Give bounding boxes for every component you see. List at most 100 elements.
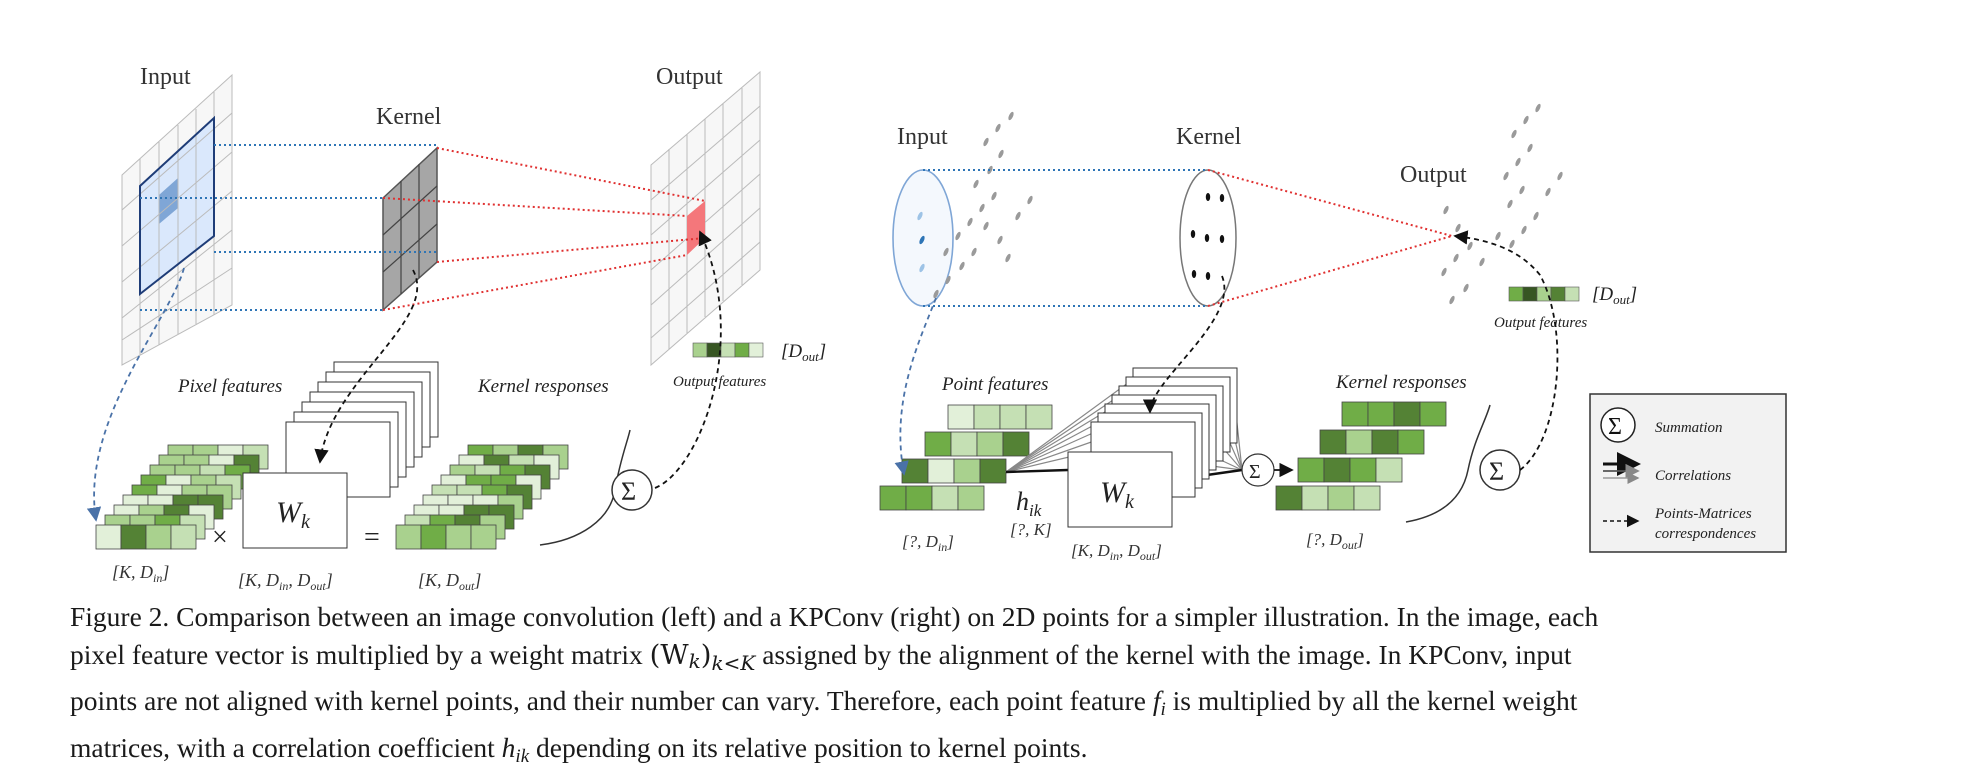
feature-cell [470,524,497,550]
input-point [997,235,1003,245]
feature-cell [1297,457,1325,483]
left-panel: Input Kernel [86,64,826,593]
feature-cell [1419,401,1447,427]
left-output-features-dim: [Dout] [781,341,826,364]
left-projection-lines [140,144,706,311]
left-output-label: Output [656,64,723,90]
input-point [971,247,977,257]
feature-cell [1275,485,1303,511]
output-point [1449,295,1455,305]
correlation-line [1005,427,1105,473]
feature-cell [1371,429,1399,455]
output-point [1511,129,1517,139]
right-output-points [1441,103,1563,305]
input-point [945,275,951,285]
feature-cell [957,485,985,511]
input-point [979,203,985,213]
input-point [973,179,979,189]
kpconv-figure: Input Kernel [86,64,1787,593]
left-weight-matrices [242,361,439,549]
left-kernel-responses-stack [395,444,569,550]
right-h-dim: [?, K] [1010,520,1052,539]
feature-cell [901,458,929,484]
output-point [1443,205,1449,215]
left-kernel [382,146,438,312]
left-kernel-responses-label: Kernel responses [477,376,609,397]
right-output-label: Output [1400,162,1467,188]
correlation-line [1005,379,1133,473]
right-mid-sum-symbol: Σ [1249,461,1261,483]
left-pixel-features-label: Pixel features [177,376,282,397]
output-point [1467,241,1473,251]
input-point [1005,253,1011,263]
left-sum-symbol: Σ [621,477,636,506]
correlation-line [1005,468,1069,474]
left-sum-circle [611,469,653,511]
output-point [1515,157,1521,167]
feature-cell [1349,457,1377,483]
input-point [917,211,923,221]
feature-cell [1025,404,1053,430]
feature-cell [927,458,955,484]
input-point [983,221,989,231]
legend-sum-icon [1600,407,1636,443]
feature-cell [420,524,447,550]
feature-cell [145,524,172,550]
input-point [1008,111,1014,121]
left-output-features-bar [692,342,764,358]
output-point [1441,267,1447,277]
legend-correspondence-label-1: Points-Matrices [1654,506,1752,522]
output-point [1463,283,1469,293]
left-output-grid [650,70,761,367]
input-point [933,289,939,299]
feature-cell [1341,401,1369,427]
output-point [1509,239,1515,249]
legend-correspondence-label-2: correspondences [1655,526,1756,542]
input-point [943,247,949,257]
feature-cell [1301,485,1329,511]
right-kernel-to-matrix-arrow [1142,275,1226,414]
feature-cell [120,524,147,550]
legend-summation-label: Summation [1655,420,1723,436]
left-sum-to-output-arrow [654,230,722,489]
output-point [1535,103,1541,113]
right-weight-matrices [1067,367,1238,528]
output-point [1521,225,1527,235]
feature-cell [1367,401,1395,427]
right-dim-out: [?, Dout] [1306,530,1364,552]
right-dim-w: [K, Din, Dout] [1071,541,1162,563]
right-h-label: hik [1016,487,1042,520]
times-symbol: × [212,522,228,553]
legend-correlations-label: Correlations [1655,468,1731,484]
left-dim-in: [K, Din] [112,562,169,585]
input-point [1015,211,1021,221]
figure-caption: Figure 2. Comparison between an image co… [70,598,1900,776]
left-dim-out: [K, Dout] [418,570,481,593]
feature-cell [1327,485,1355,511]
input-point [1027,195,1033,205]
feature-cell [95,524,122,550]
input-point [995,123,1001,133]
output-point [1519,185,1525,195]
feature-cell [879,485,907,511]
output-point [1479,257,1485,267]
input-point [991,191,997,201]
output-point [1545,187,1551,197]
right-output-features-dim: [Dout] [1592,284,1637,307]
legend-sum-symbol: Σ [1608,414,1622,440]
output-point [1527,143,1533,153]
feature-cell [924,431,952,457]
caption-line-4: matrices, with a correlation coefficient… [70,732,1088,767]
feature-cell [1375,457,1403,483]
legend-correlations-icon [1603,452,1641,484]
feature-cell [931,485,959,511]
right-projection-lines [923,169,1453,307]
output-point [1523,115,1529,125]
output-point [1557,171,1563,181]
feature-cell [979,458,1007,484]
input-point [998,149,1004,159]
feature-cell [999,404,1027,430]
legend-box: Σ Summation Correlations Points-Matrices… [1589,393,1787,553]
caption-line-2: pixel feature vector is multiplied by a … [70,639,1572,675]
right-point-features-stack [879,404,1053,511]
